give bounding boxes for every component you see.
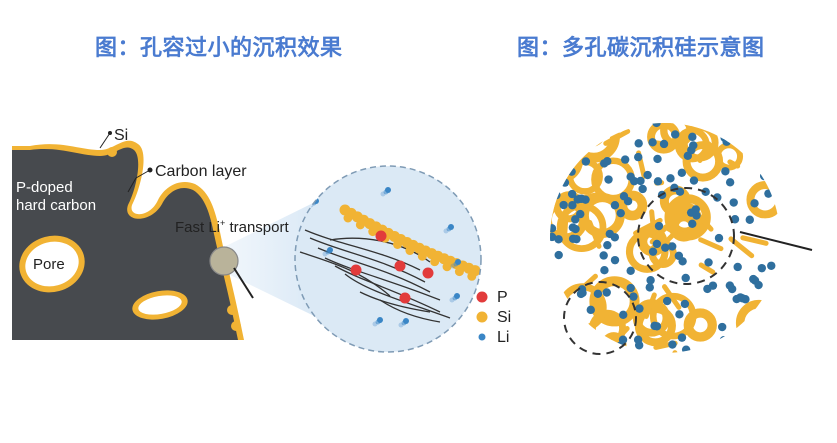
- legend-label: P: [497, 289, 508, 306]
- lithium-ion: [454, 293, 460, 299]
- lithium-ion: [403, 318, 409, 324]
- legend-marker: [476, 291, 488, 303]
- title-right: 图：多孔碳沉积硅示意图: [517, 36, 765, 61]
- label-pore: Pore: [33, 256, 65, 273]
- label-si: Si: [114, 127, 128, 144]
- label-carbon-layer: Carbon layer: [155, 163, 247, 180]
- lithium-ion: [448, 224, 454, 230]
- lithium-ion: [385, 187, 391, 193]
- hard-carbon-particle: [12, 140, 244, 340]
- phosphorus-atom: [422, 267, 434, 279]
- legend-marker: [478, 333, 486, 341]
- legend-label: Li: [497, 329, 509, 346]
- lithium-ion: [327, 247, 333, 253]
- phosphorus-atom: [399, 292, 411, 304]
- zoom-circle: [294, 165, 482, 353]
- label-fast-li: Fast Li+ transport: [175, 218, 289, 236]
- label-p-doped-2: hard carbon: [16, 197, 96, 214]
- legend-label: Si: [497, 309, 511, 326]
- title-left: 图：孔容过小的沉积效果: [95, 36, 343, 61]
- lithium-ion: [455, 259, 461, 265]
- porous-carbon-circle: [550, 123, 813, 355]
- lithium-ion: [377, 317, 383, 323]
- legend-marker: [476, 311, 488, 323]
- phosphorus-atom: [394, 260, 406, 272]
- label-p-doped-1: P-doped: [16, 179, 73, 196]
- zoom-spot: [209, 246, 239, 276]
- phosphorus-atom: [350, 264, 362, 276]
- phosphorus-atom: [375, 230, 387, 242]
